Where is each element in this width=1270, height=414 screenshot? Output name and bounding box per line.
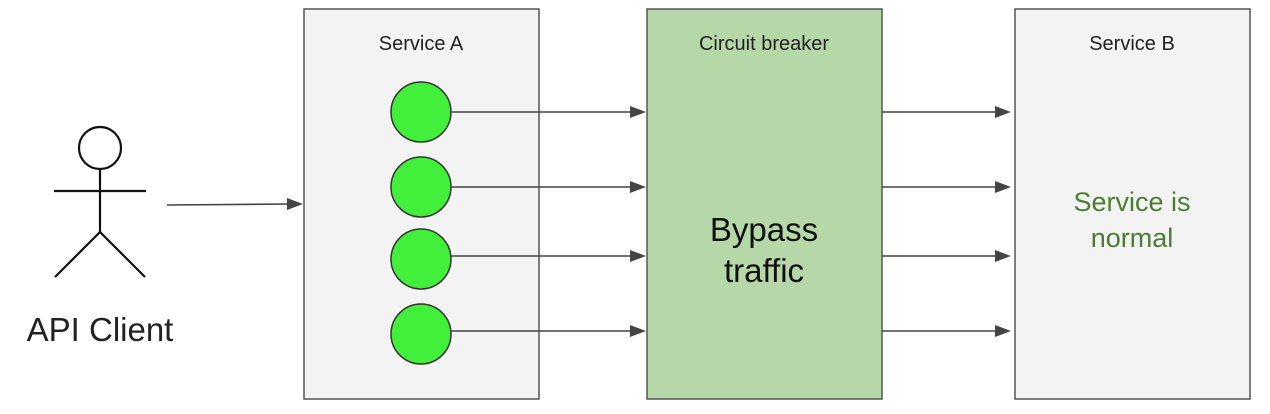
instance-3-arrow	[451, 250, 646, 262]
breaker-to-service-b-arrows	[882, 106, 1011, 337]
breaker-state-line-2: traffic	[724, 252, 804, 289]
service-a-instance-2	[390, 156, 452, 218]
api-client: API Client	[27, 125, 174, 348]
service-b-frame	[1014, 8, 1251, 400]
service-b-box: Service B Service is normal	[1014, 8, 1251, 400]
service-b-title: Service B	[1089, 33, 1175, 55]
instance-4-arrow	[451, 325, 646, 337]
service-a-instance-3	[390, 228, 452, 290]
breaker-arrow-1	[882, 106, 1011, 118]
service-a-instance-4	[390, 303, 452, 365]
service-b-status-line-2: normal	[1091, 223, 1174, 253]
circuit-breaker-box: Circuit breaker Bypass traffic	[646, 8, 883, 400]
circuit-breaker-frame	[646, 8, 883, 400]
instance-to-breaker-arrows	[451, 106, 646, 337]
service-b-status-line-1: Service is	[1073, 187, 1190, 217]
breaker-state-line-1: Bypass	[710, 211, 818, 248]
service-a-instance-1	[390, 81, 452, 143]
breaker-arrow-4	[882, 325, 1011, 337]
instance-1-arrow	[451, 106, 646, 118]
breaker-arrow-3	[882, 250, 1011, 262]
api-client-label: API Client	[27, 311, 174, 348]
circuit-breaker-title: Circuit breaker	[699, 33, 829, 55]
client-to-service-a-arrow	[166, 198, 303, 210]
instance-2-arrow	[451, 181, 646, 193]
service-a-title: Service A	[379, 33, 464, 55]
service-a-box: Service A	[303, 8, 540, 400]
breaker-arrow-2	[882, 181, 1011, 193]
person-icon	[54, 125, 146, 278]
